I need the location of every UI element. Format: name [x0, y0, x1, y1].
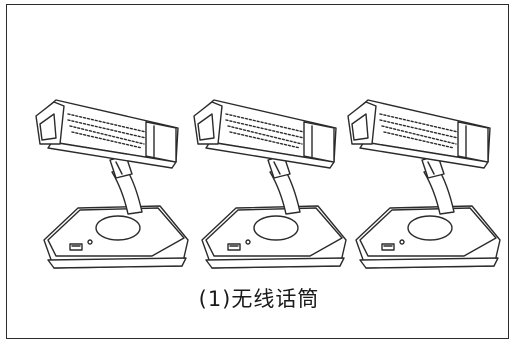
figure-caption: (1)无线话筒 — [198, 287, 320, 311]
wireless-microphone-illustration-1 — [35, 99, 189, 269]
wireless-microphone-illustration-3 — [347, 99, 501, 269]
wireless-microphone-illustration-2 — [193, 99, 347, 269]
